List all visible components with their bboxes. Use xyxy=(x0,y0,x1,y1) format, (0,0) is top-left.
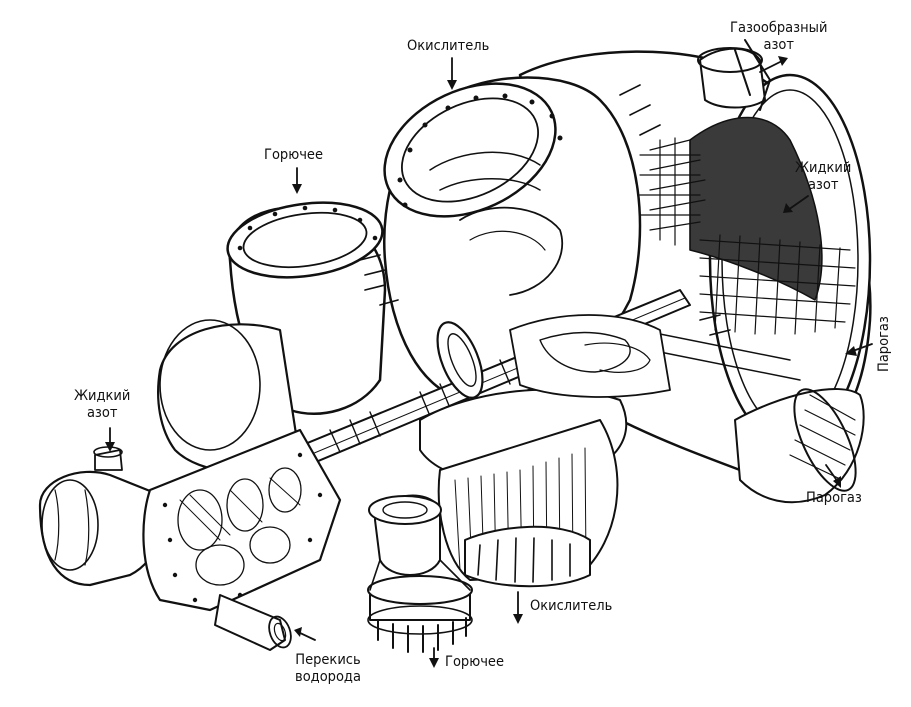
label-liquid-nitrogen-left: Жидкий азот xyxy=(74,388,130,422)
label-gas-nitrogen: Газообразный азот xyxy=(730,20,827,54)
label-oxidizer-top: Окислитель xyxy=(407,38,489,55)
label-fuel-bottom: Горючее xyxy=(445,654,504,671)
label-liquid-nitrogen-right: Жидкий азот xyxy=(795,160,851,194)
label-steam-gas-bottom-text: Парогаз xyxy=(806,490,862,506)
label-liquid-nitrogen-right-line1: Жидкий xyxy=(795,160,852,176)
label-oxidizer-top-text: Окислитель xyxy=(407,38,490,54)
label-fuel-top: Горючее xyxy=(264,147,323,164)
label-fuel-bottom-text: Горючее xyxy=(445,654,504,670)
label-steam-gas-vertical-text: Парогаз xyxy=(876,316,892,372)
bolt-details xyxy=(359,84,731,336)
label-liquid-nitrogen-left-line1: Жидкий xyxy=(74,388,131,404)
fuel-pump-housing xyxy=(157,201,387,474)
auxiliary-pumps xyxy=(38,428,342,651)
label-gas-nitrogen-line2: азот xyxy=(763,37,794,53)
label-fuel-top-text: Горючее xyxy=(264,147,323,163)
label-steam-gas-vertical: Парогаз xyxy=(876,316,893,372)
label-peroxide: Перекись водорода xyxy=(295,652,361,686)
label-oxidizer-bottom-text: Окислитель xyxy=(530,598,613,614)
label-liquid-nitrogen-right-line2: азот xyxy=(807,177,839,193)
label-oxidizer-bottom: Окислитель xyxy=(530,598,612,615)
label-peroxide-line1: Перекись xyxy=(295,652,361,668)
label-liquid-nitrogen-left-line2: азот xyxy=(86,405,118,421)
label-peroxide-line2: водорода xyxy=(295,669,361,685)
label-steam-gas-bottom: Парогаз xyxy=(806,490,862,507)
fuel-outlet-flange xyxy=(367,494,473,653)
flow-arrows xyxy=(105,56,873,668)
label-gas-nitrogen-line1: Газообразный xyxy=(730,20,828,36)
pump-volutes xyxy=(419,314,671,588)
